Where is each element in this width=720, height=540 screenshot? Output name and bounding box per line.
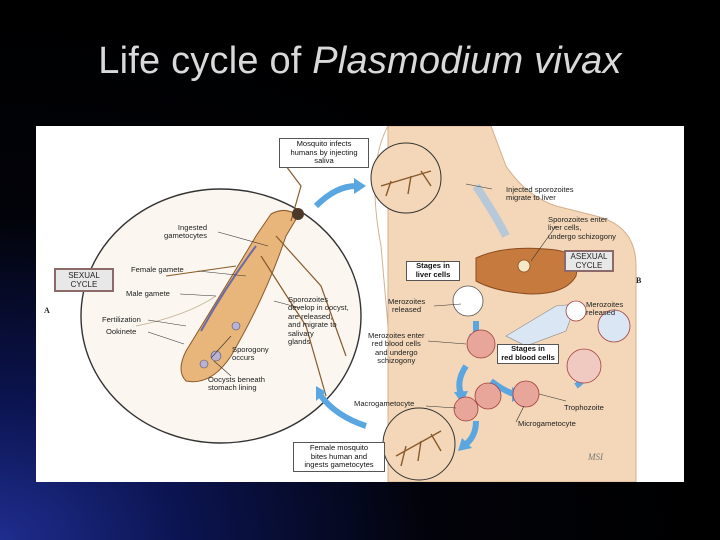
fertilization-label: Fertilization bbox=[102, 315, 141, 324]
male-gamete-label: Male gamete bbox=[126, 289, 170, 298]
arrow-to-mosquito bbox=[318, 394, 367, 429]
injected-sporozoites-label: Injected sporozoites migrate to liver bbox=[506, 185, 574, 203]
liver-cell bbox=[517, 259, 531, 273]
rbc-4 bbox=[512, 380, 540, 408]
panel-letter-a: A bbox=[44, 306, 50, 315]
figure-artwork bbox=[80, 126, 637, 482]
top-mosquito bbox=[380, 170, 432, 197]
microgametocyte-label: Microgametocyte bbox=[518, 419, 576, 428]
life-cycle-figure: SEXUAL CYCLE ASEXUAL CYCLE A B Mosquito … bbox=[36, 126, 684, 482]
ingested-gametocytes-label: Ingested gametocytes bbox=[164, 223, 208, 241]
title-plain: Life cycle of bbox=[98, 40, 313, 82]
arrow-to-liver bbox=[472, 183, 510, 238]
asexual-cycle-label: ASEXUAL CYCLE bbox=[564, 250, 614, 272]
rbc-1 bbox=[466, 329, 496, 359]
rbc-5 bbox=[566, 348, 602, 384]
rbc-2 bbox=[474, 382, 502, 410]
merozoites-enter-label: Merozoites enter red blood cells and und… bbox=[368, 331, 425, 366]
leader-lines bbox=[147, 183, 567, 423]
title-italic: Plasmodium vivax bbox=[312, 40, 622, 82]
stages-rbc-box: Stages in red blood cells bbox=[497, 344, 559, 364]
rbc-6 bbox=[597, 309, 631, 343]
stages-liver-box: Stages in liver cells bbox=[406, 261, 460, 281]
merozoite-ring bbox=[565, 300, 587, 322]
schizont bbox=[452, 285, 484, 317]
mosquito-body bbox=[135, 165, 347, 397]
slide-title: Life cycle of Plasmodium vivax bbox=[0, 40, 720, 83]
female-bites-box: Female mosquito bites human and ingests … bbox=[293, 442, 385, 472]
trophozoite-label: Trophozoite bbox=[564, 403, 604, 412]
female-gamete-label: Female gamete bbox=[131, 265, 184, 274]
sporozoites-develop-label: Sporozoites develop in oocyst, are relea… bbox=[288, 295, 349, 347]
macrogametocyte-label: Macrogametocyte bbox=[354, 399, 415, 408]
human-torso bbox=[387, 126, 637, 482]
sporogony-label: Sporogony occurs bbox=[232, 345, 269, 363]
bottom-mosquito bbox=[395, 430, 442, 467]
mosquito-infects-box: Mosquito infects humans by injecting sal… bbox=[279, 138, 369, 168]
panel-letter-b: B bbox=[636, 276, 642, 285]
rbc-3 bbox=[453, 396, 479, 422]
ookinete-label: Ookinete bbox=[106, 327, 137, 336]
merozoites-released-left-label: Merozoites released bbox=[388, 297, 426, 315]
signature: MSI bbox=[588, 452, 603, 462]
arrow-to-top bbox=[313, 183, 357, 209]
merozoites-released-right-label: Merozoites released bbox=[586, 300, 624, 318]
sporozoites-enter-label: Sporozoites enter liver cells, undergo s… bbox=[548, 215, 616, 241]
arrow-rbc-4 bbox=[464, 420, 479, 447]
oocysts-label: Oocysts beneath stomach lining bbox=[208, 375, 265, 393]
sexual-cycle-label: SEXUAL CYCLE bbox=[54, 268, 114, 292]
